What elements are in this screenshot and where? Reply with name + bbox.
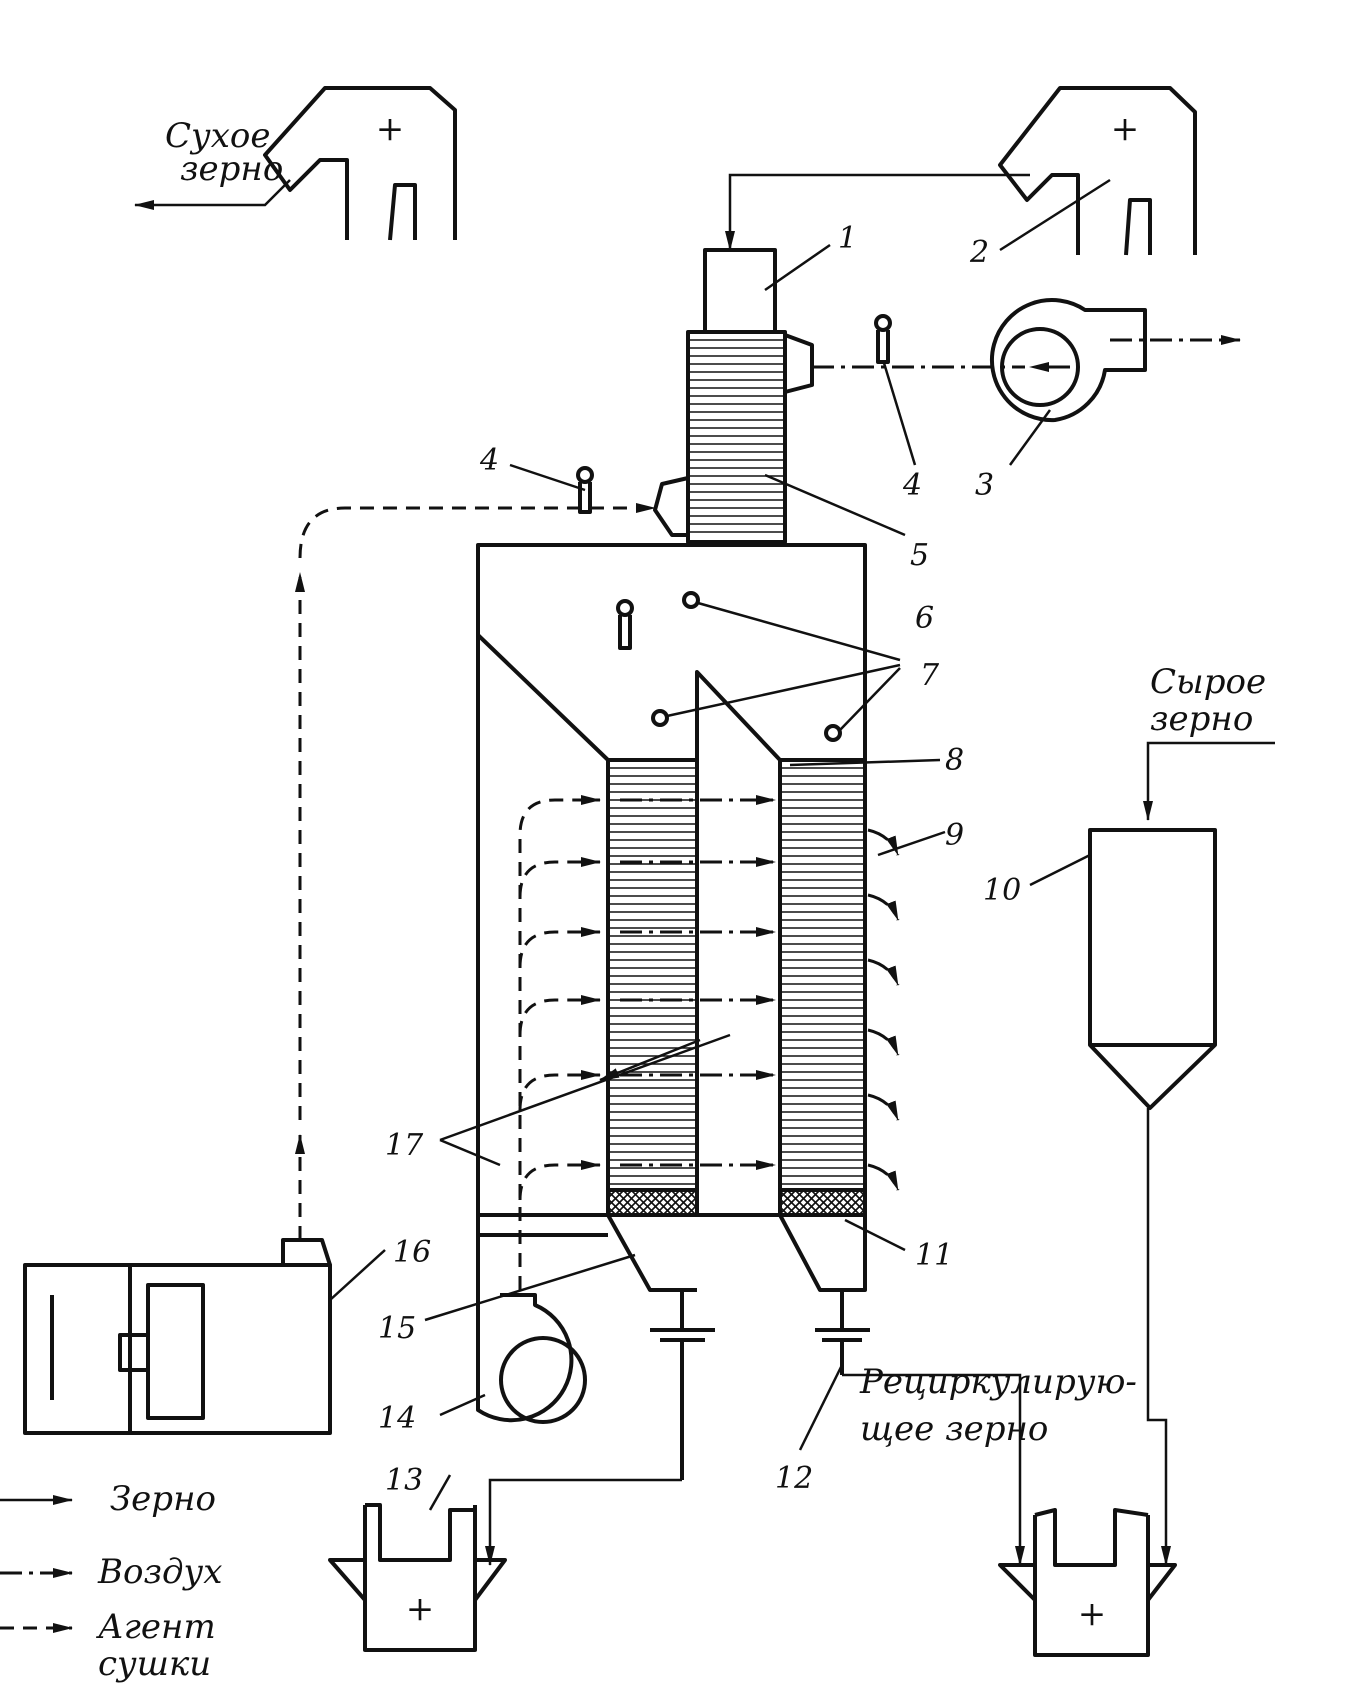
leader-7b xyxy=(666,663,901,718)
cross-hatch-line xyxy=(858,1189,866,1197)
exhaust-arrow xyxy=(867,893,900,921)
num-13: 13 xyxy=(385,1463,423,1498)
plus-mark: + xyxy=(406,1589,435,1629)
dry-grain-label-2: зерно xyxy=(180,149,283,189)
legend-agent-1: Агент xyxy=(96,1607,216,1647)
num-3: 3 xyxy=(975,468,994,503)
exhaust-arrow xyxy=(867,958,900,986)
cross-hatch xyxy=(607,1189,866,1216)
leader-7c xyxy=(839,667,901,731)
thermometer-4b xyxy=(576,466,594,514)
legend-air: Воздух xyxy=(97,1552,222,1592)
recirc-label-1: Рециркулирую- xyxy=(859,1362,1137,1402)
num-8: 8 xyxy=(945,743,964,778)
cross-hatch-line xyxy=(850,1200,866,1216)
cross-hatch-line xyxy=(694,1189,698,1193)
exhaust-arrow xyxy=(867,1028,900,1056)
agent-flow-branch xyxy=(518,857,601,898)
grain-to-elevator-13 xyxy=(485,1478,682,1566)
center-divider xyxy=(695,670,782,1215)
legend: Зерно Воздух Агент сушки xyxy=(0,1479,222,1684)
agent-to-heater xyxy=(298,503,656,559)
recirculating-grain-arrow xyxy=(842,1373,1025,1566)
num-7: 7 xyxy=(920,658,940,693)
plus-mark: + xyxy=(1078,1594,1107,1634)
elevator-head-2: + xyxy=(998,86,1197,256)
agent-flow-branch xyxy=(518,1070,601,1111)
leader-7a xyxy=(697,601,901,662)
hopper-right xyxy=(778,1214,867,1292)
dry-grain-outflow-arrow xyxy=(134,179,291,210)
exhaust-nozzle xyxy=(783,333,814,394)
elevator-boot-13: + xyxy=(328,1503,507,1652)
exhaust-arrow xyxy=(867,1163,900,1191)
cross-hatch-line xyxy=(842,1189,866,1213)
left-slope xyxy=(476,633,610,762)
plus-mark: + xyxy=(1111,109,1140,149)
cross-hatch-line xyxy=(686,1189,698,1201)
fan-3 xyxy=(990,298,1147,423)
sensor-7a xyxy=(682,591,700,609)
furnace-16 xyxy=(23,1238,332,1435)
num-5: 5 xyxy=(910,538,929,573)
num-12: 12 xyxy=(775,1461,813,1496)
exhaust-arrow xyxy=(867,1093,900,1121)
drying-agent-flows xyxy=(518,795,776,1290)
agent-flow-branch xyxy=(518,927,601,968)
dry-grain-elevator-head: + xyxy=(263,86,457,241)
column-hatch xyxy=(610,767,863,1185)
raw-grain-inflow xyxy=(1143,741,1275,821)
num-2: 2 xyxy=(969,235,989,270)
agent-flow-top xyxy=(518,795,601,1290)
recirc-label-2: щее зерно xyxy=(860,1409,1048,1449)
num-10: 10 xyxy=(983,873,1021,908)
elevator-boot-right: + xyxy=(998,1508,1177,1657)
num-4b: 4 xyxy=(479,443,499,478)
thermometer-body xyxy=(616,599,634,650)
num-6: 6 xyxy=(915,601,934,636)
num-15: 15 xyxy=(378,1311,416,1346)
cross-hatch-line xyxy=(842,1192,866,1216)
num-17: 17 xyxy=(385,1128,424,1163)
heat-exchanger-5 xyxy=(686,330,787,544)
part-numbers: 1 2 3 4 4 5 6 7 8 9 10 11 12 13 14 15 16… xyxy=(378,221,1021,1498)
sluice-right-12 xyxy=(815,1290,870,1375)
num-14: 14 xyxy=(378,1401,416,1436)
sensor-7b xyxy=(651,709,669,727)
cross-hatch-line xyxy=(850,1189,866,1205)
tank-to-elevator-arrow xyxy=(1146,1108,1171,1566)
cross-hatch-line xyxy=(678,1196,698,1216)
heat-exchanger-hatch xyxy=(690,339,783,533)
feed-grain-arrow xyxy=(725,173,1030,251)
hopper-left xyxy=(606,1214,697,1292)
sluice-left xyxy=(650,1290,715,1480)
leader-lines xyxy=(329,178,1111,1511)
num-11: 11 xyxy=(915,1238,953,1273)
legend-agent-2: сушки xyxy=(98,1644,211,1684)
thermometer-4a xyxy=(874,314,892,364)
cross-hatch-line xyxy=(678,1189,698,1209)
agent-flow-branch xyxy=(518,1160,601,1201)
legend-grain: Зерно xyxy=(110,1479,216,1519)
plus-mark: + xyxy=(376,109,405,149)
agent-inlet-nozzle xyxy=(653,476,690,537)
num-1: 1 xyxy=(838,221,857,256)
fan-14 xyxy=(476,1215,587,1424)
raw-grain-label-1: Сырое xyxy=(1150,662,1266,702)
exhaust-arrow xyxy=(867,828,900,856)
raw-grain-tank-10 xyxy=(1088,828,1217,1110)
num-4a: 4 xyxy=(902,468,922,503)
hopper-1 xyxy=(703,248,777,334)
flow-17-arrow xyxy=(599,1038,701,1082)
sensor-7c xyxy=(824,724,842,742)
exhaust-arrows-9 xyxy=(867,828,900,1191)
raw-grain-label-2: зерно xyxy=(1150,699,1253,739)
agent-flow-branch xyxy=(518,995,601,1036)
num-16: 16 xyxy=(393,1235,431,1270)
num-9: 9 xyxy=(945,818,964,853)
dry-grain-label-1: Сухое xyxy=(165,116,271,156)
